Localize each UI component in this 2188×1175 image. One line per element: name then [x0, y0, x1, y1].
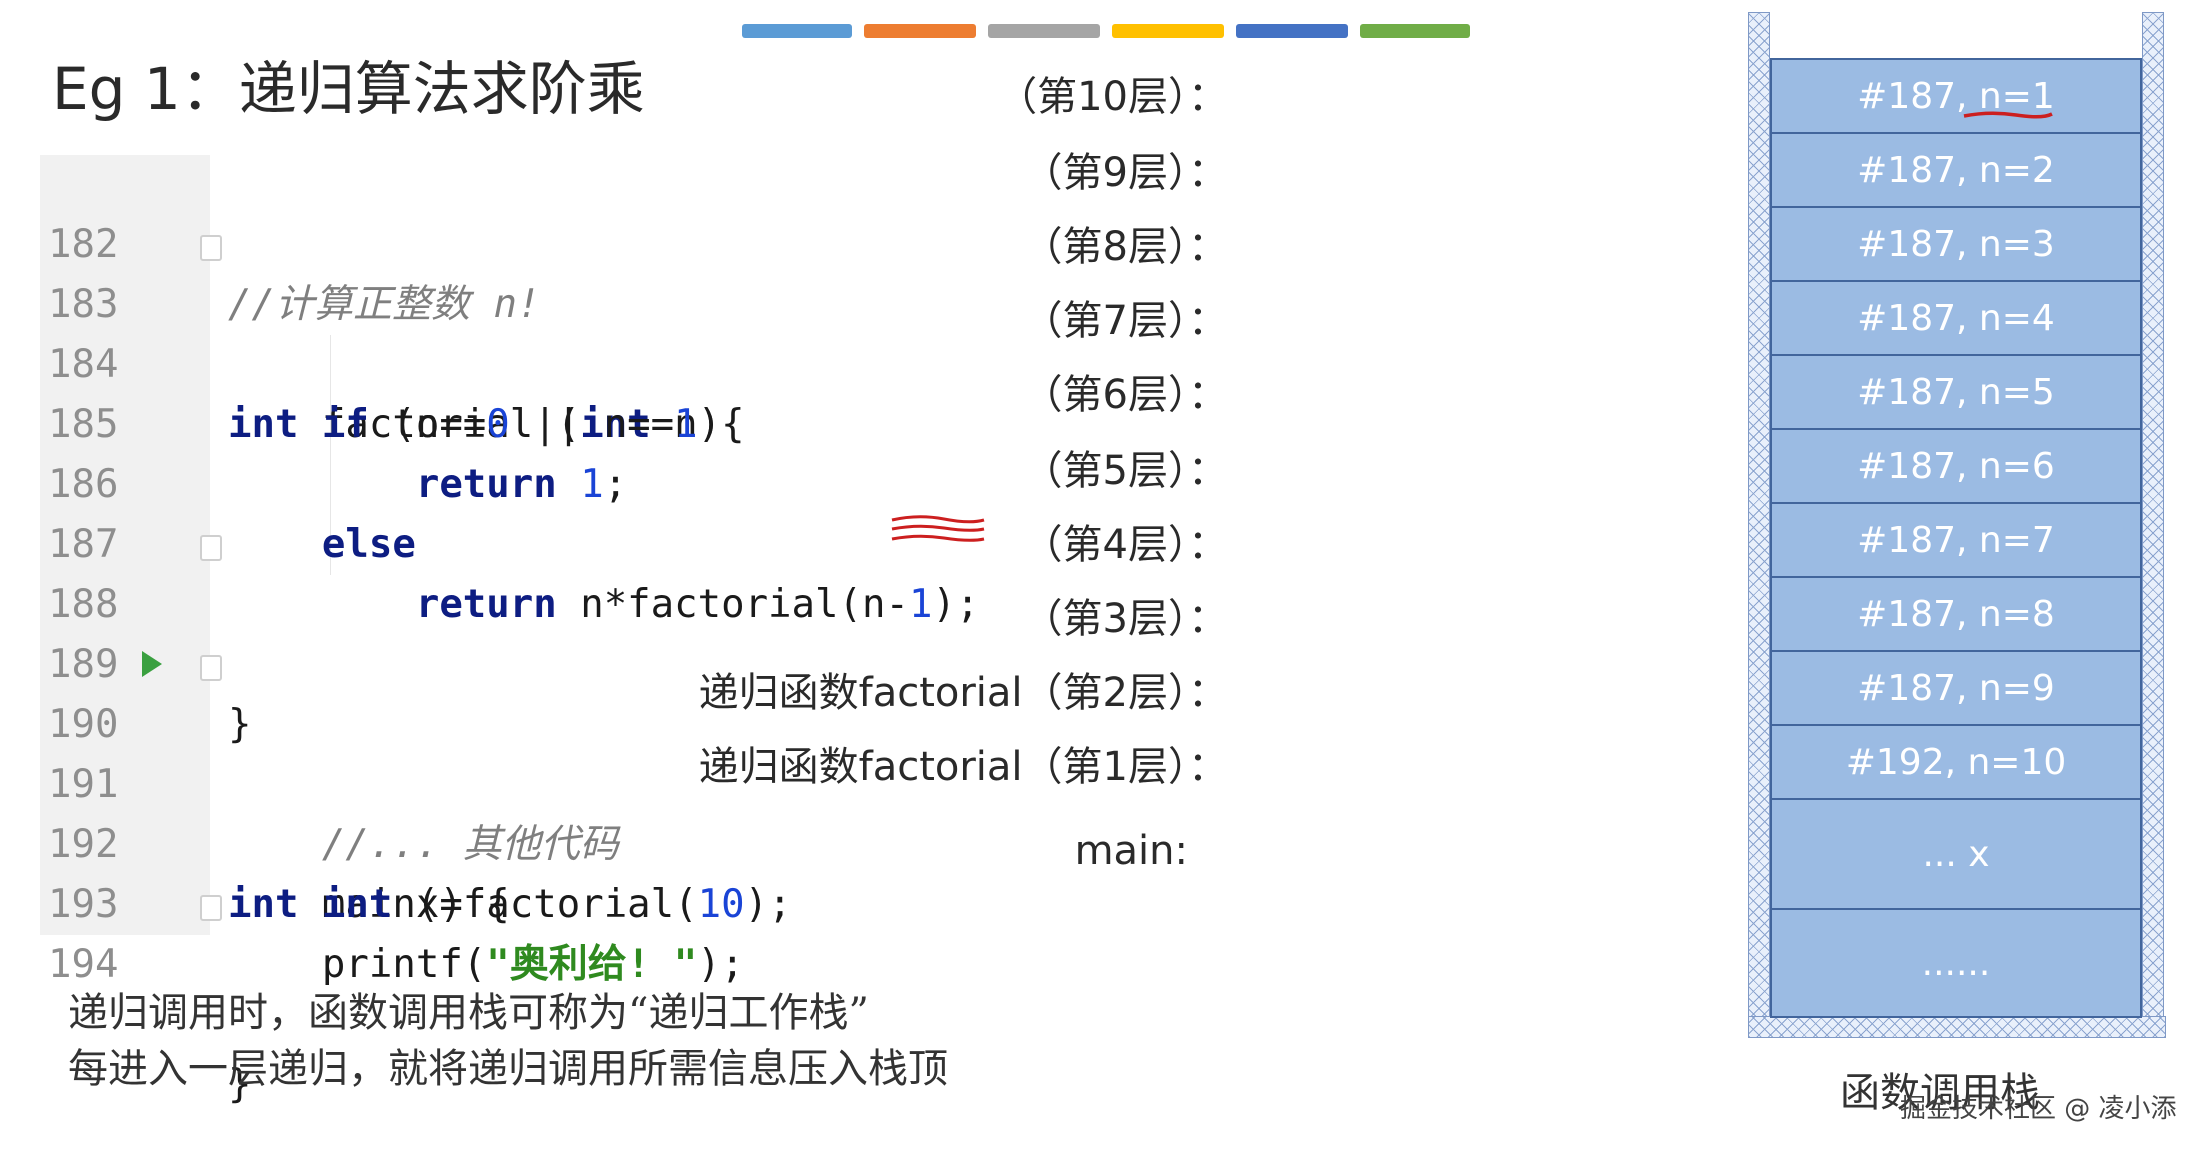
- main-label: main:: [1074, 828, 1188, 874]
- code-line-190: 190 int main() {: [40, 635, 1040, 927]
- note-line: 递归调用时，函数调用栈可称为“递归工作栈”: [68, 990, 869, 1036]
- red-underline-annotation: [891, 515, 985, 542]
- fold-icon[interactable]: [200, 535, 222, 561]
- line-number: 188: [48, 582, 119, 627]
- line-number: 191: [48, 762, 119, 807]
- layer-label: （第3层）：: [1022, 596, 1228, 642]
- indent-guide: [330, 335, 331, 575]
- line-number: 192: [48, 822, 119, 867]
- stack-frame: #187, n=7: [1770, 502, 2142, 578]
- stack-right-wall: [2142, 12, 2164, 1034]
- code-text: }: [228, 1062, 252, 1107]
- code-text: printf("奥利给! ");: [228, 942, 745, 987]
- code-comment: //... 其他代码: [321, 822, 619, 867]
- notes: 递归调用时，函数调用栈可称为“递归工作栈” 每进入一层递归，就将递归调用所需信息…: [68, 985, 948, 1097]
- code-text: else: [321, 522, 416, 567]
- code-text: int factorial (int n){: [228, 402, 745, 447]
- code-editor: 182 //计算正整数 n! 183 int factorial (int n)…: [40, 155, 1040, 1107]
- stack-frame: #187, n=6: [1770, 428, 2142, 504]
- line-number: 185: [48, 402, 119, 447]
- run-icon[interactable]: [142, 651, 162, 677]
- stack-base: [1748, 1016, 2166, 1038]
- code-line-183: 183 int factorial (int n){: [40, 215, 1040, 447]
- layer-label: 递归函数factorial（第2层）：: [698, 670, 1228, 716]
- stack-frame-bottom: ......: [1770, 908, 2142, 1018]
- code-text: int main() {: [228, 882, 510, 927]
- code-line-191: 191 //... 其他代码: [40, 695, 1040, 867]
- color-bar-strip: [742, 24, 1470, 38]
- layer-label: （第8层）：: [1022, 224, 1228, 270]
- line-number: 193: [48, 882, 119, 927]
- line-number-gutter: [40, 155, 210, 935]
- stack-left-wall: [1748, 12, 1770, 1034]
- stack-frame: #187, n=4: [1770, 280, 2142, 356]
- line-number: 184: [48, 342, 119, 387]
- stack-frame: #192, n=10: [1770, 724, 2142, 800]
- color-bar-3: [988, 24, 1100, 38]
- stack-frame: #187, n=1: [1770, 58, 2142, 134]
- stack-frame: #187, n=3: [1770, 206, 2142, 282]
- line-number: 194: [48, 942, 119, 987]
- code-line-193: 193 printf("奥利给! ");: [40, 815, 1040, 987]
- code-text: return n*factorial(n-1);: [415, 582, 980, 627]
- code-line-192: 192 int x=factorial(10);: [40, 755, 1040, 927]
- code-text: return 1;: [415, 462, 628, 507]
- code-text: }: [228, 702, 252, 747]
- fold-icon[interactable]: [200, 655, 222, 681]
- layer-label: （第5层）：: [1022, 448, 1228, 494]
- layer-label: 递归函数factorial（第1层）：: [698, 744, 1228, 790]
- line-number: 186: [48, 462, 119, 507]
- stack-frame: #187, n=9: [1770, 650, 2142, 726]
- code-line-194: 194 }: [40, 875, 1040, 1107]
- line-number: 187: [48, 522, 119, 567]
- stack-frame-main: ... x: [1770, 798, 2142, 910]
- stack-caption: 函数调用栈: [1840, 1070, 2040, 1116]
- layer-label: （第6层）：: [1022, 372, 1228, 418]
- stack-frame: #187, n=8: [1770, 576, 2142, 652]
- line-number: 182: [48, 222, 119, 267]
- layer-label: （第10层）：: [997, 74, 1228, 120]
- stack-frame: #187, n=2: [1770, 132, 2142, 208]
- code-line-189: 189: [40, 575, 1040, 687]
- layer-label: （第7层）：: [1022, 298, 1228, 344]
- line-number: 183: [48, 282, 119, 327]
- code-text: if (n==0 || n==1): [321, 402, 722, 447]
- slide-title: Eg 1：递归算法求阶乘: [52, 55, 645, 123]
- color-bar-2: [864, 24, 976, 38]
- code-line-185: 185 return 1;: [40, 335, 1040, 507]
- code-comment: //计算正整数 n!: [228, 282, 541, 327]
- watermark: 掘金技术社区 @ 凌小添: [1900, 1094, 2177, 1124]
- color-bar-1: [742, 24, 852, 38]
- fold-icon[interactable]: [200, 895, 222, 921]
- code-line-184: 184 if (n==0 || n==1): [40, 275, 1040, 447]
- code-line-188: 188 }: [40, 515, 1040, 747]
- layer-label: （第4层）：: [1022, 522, 1228, 568]
- note-line: 每进入一层递归，就将递归调用所需信息压入栈顶: [68, 1046, 948, 1092]
- stack-frame: #187, n=5: [1770, 354, 2142, 430]
- layer-label: （第9层）：: [1022, 150, 1228, 196]
- call-stack-diagram: #187, n=1 #187, n=2 #187, n=3 #187, n=4 …: [1748, 12, 2166, 1038]
- line-number: 189: [48, 642, 119, 687]
- color-bar-6: [1360, 24, 1470, 38]
- code-line-187: 187 return n*factorial(n-1);: [40, 455, 1040, 627]
- color-bar-4: [1112, 24, 1224, 38]
- color-bar-5: [1236, 24, 1348, 38]
- code-line-182: 182 //计算正整数 n!: [40, 155, 1040, 327]
- red-underline-annotation: [1963, 111, 2053, 119]
- code-text: int x=factorial(10);: [321, 882, 792, 927]
- fold-icon[interactable]: [200, 235, 222, 261]
- code-line-186: 186 else: [40, 395, 1040, 567]
- line-number: 190: [48, 702, 119, 747]
